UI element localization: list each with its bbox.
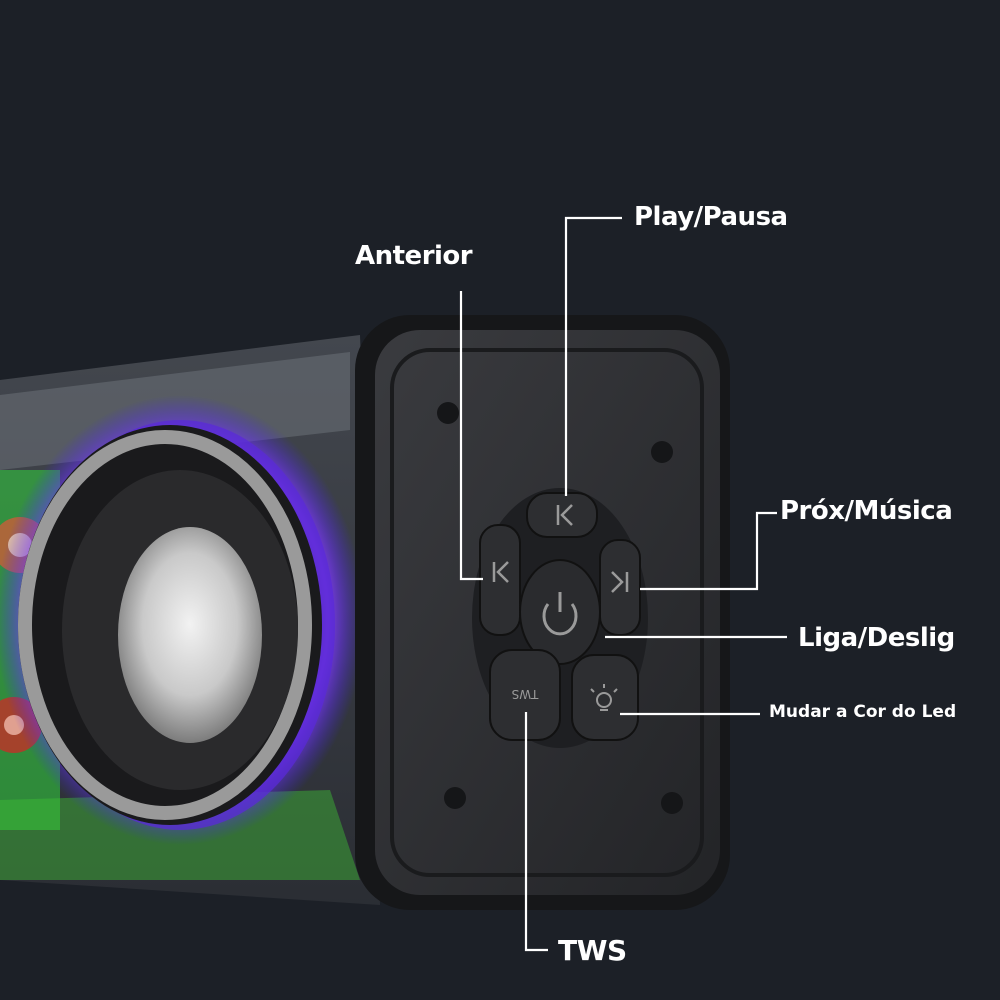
- tws-leader: [524, 712, 548, 952]
- tws-text-icon: TWS: [512, 687, 540, 701]
- previous-label: Anterior: [355, 241, 473, 271]
- skip-forward-icon: [556, 504, 573, 526]
- callout-lines: [459, 216, 787, 952]
- next-button[interactable]: [599, 539, 641, 636]
- button-cluster: TWS: [472, 488, 648, 748]
- next-track-label: Próx/Música: [780, 496, 953, 526]
- play-pause-label: Play/Pausa: [634, 202, 788, 232]
- led-color-button[interactable]: [571, 654, 639, 741]
- next-leader: [640, 511, 777, 591]
- tws-label: TWS: [558, 934, 627, 967]
- power-button[interactable]: [519, 559, 601, 665]
- power-icon: [542, 592, 578, 636]
- play-pause-button[interactable]: [526, 492, 598, 538]
- led-color-label: Mudar a Cor do Led: [769, 702, 957, 722]
- play-pause-leader: [564, 216, 622, 496]
- previous-icon: [492, 561, 509, 583]
- woofer: [0, 395, 365, 845]
- power-label: Liga/Deslig: [798, 623, 955, 653]
- tws-button[interactable]: TWS: [489, 649, 561, 741]
- next-icon: [611, 571, 629, 593]
- previous-leader: [459, 291, 483, 581]
- light-bulb-icon: [590, 684, 618, 711]
- previous-button[interactable]: [479, 524, 521, 636]
